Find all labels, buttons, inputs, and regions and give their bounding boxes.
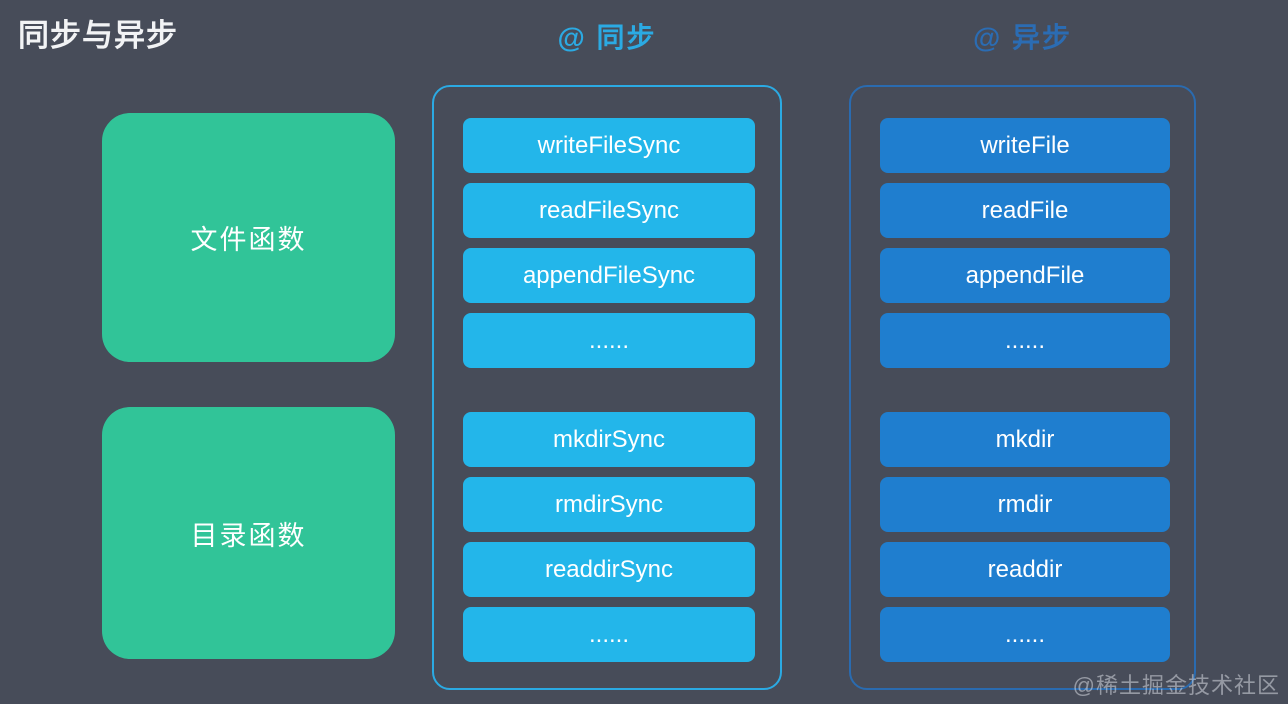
async-column-header: @ 异步: [972, 22, 1073, 53]
sync-dir-functions-group: mkdirSync rmdirSync readdirSync......: [463, 412, 780, 662]
async-panel: writeFile readFile appendFile...... mkdir r…: [849, 85, 1196, 690]
async-function-button: mkdir: [880, 412, 1170, 467]
sync-column-header: @ 同步: [557, 22, 657, 53]
sync-function-button: readdirSync: [463, 542, 755, 597]
async-file-functions-group: writeFile readFile appendFile......: [880, 118, 1194, 368]
sync-panel: writeFileSync readFileSync appendFileSync.…: [432, 85, 782, 690]
async-function-button: ......: [880, 607, 1170, 662]
watermark: @稀土掘金技术社区: [1072, 673, 1280, 698]
async-function-button: writeFile: [880, 118, 1170, 173]
sync-function-button: rmdirSync: [463, 477, 755, 532]
async-function-button: appendFile: [880, 248, 1170, 303]
page-title: 同步与异步: [18, 18, 178, 53]
sync-function-button: mkdirSync: [463, 412, 755, 467]
async-function-button: ......: [880, 313, 1170, 368]
async-function-button: rmdir: [880, 477, 1170, 532]
sync-function-button: ......: [463, 607, 755, 662]
category-label: 文件函数: [190, 225, 307, 255]
category-box-dir-functions: 目录函数: [102, 407, 395, 659]
category-label: 目录函数: [190, 520, 307, 551]
sync-function-button: readFileSync: [463, 183, 755, 238]
async-dir-functions-group: mkdir rmdir readdir......: [880, 412, 1194, 662]
async-function-button: readdir: [880, 542, 1170, 597]
async-function-button: readFile: [880, 183, 1170, 238]
sync-function-button: appendFileSync: [463, 248, 755, 303]
category-box-file-functions: 文件函数: [102, 113, 395, 362]
sync-file-functions-group: writeFileSync readFileSync appendFileSync.…: [463, 118, 780, 368]
sync-function-button: writeFileSync: [463, 118, 755, 173]
sync-function-button: ......: [463, 313, 755, 368]
